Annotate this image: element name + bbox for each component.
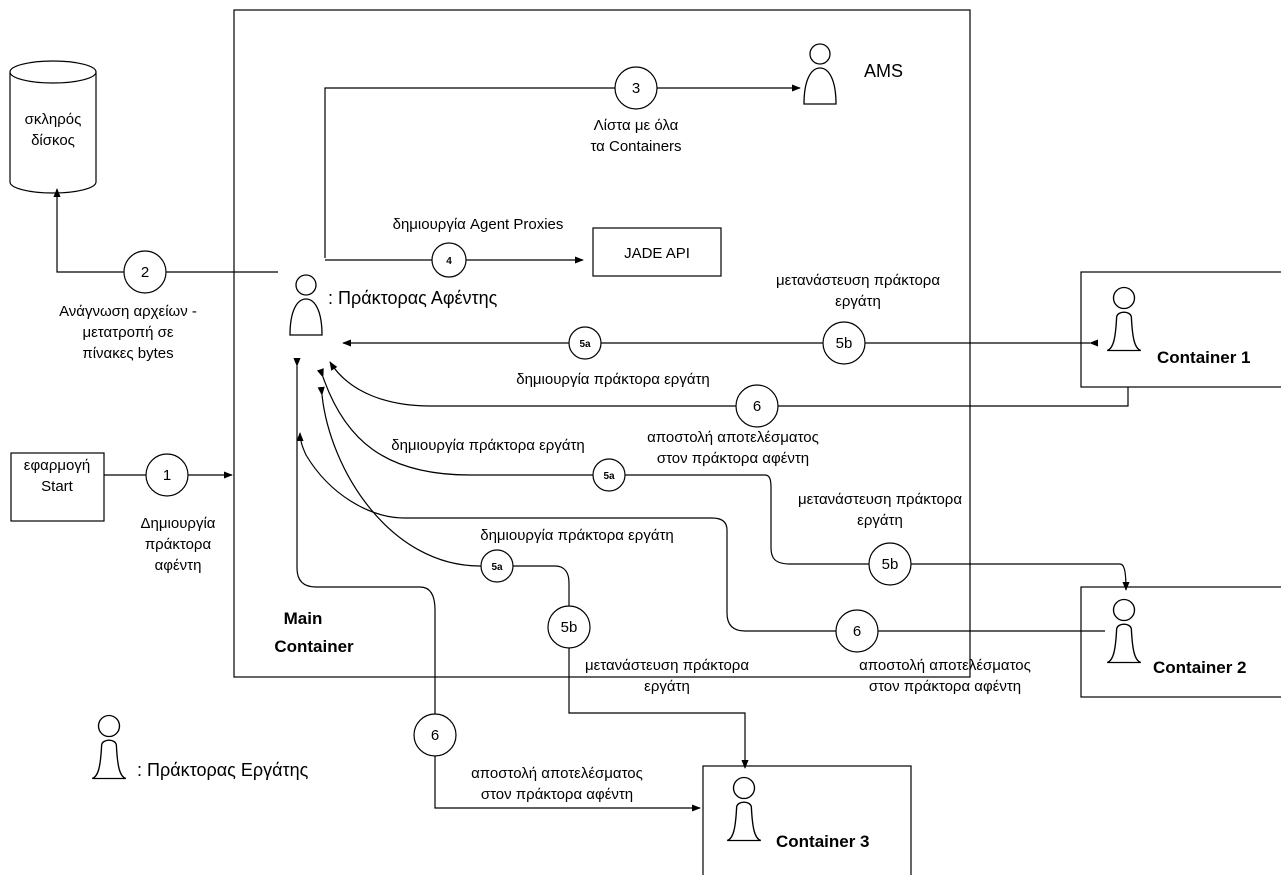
c3-result-label-1: αποστολή αποτελέσματος — [471, 765, 643, 782]
c2-migrate-label-1: μετανάστευση πράκτορα — [798, 491, 962, 508]
svg-text:1: 1 — [163, 467, 171, 484]
c1-step-5b-circle: 5b — [822, 321, 866, 365]
container-3-box — [702, 765, 912, 875]
main-container-label-1: Main — [284, 609, 323, 628]
container-3-label: Container 3 — [776, 832, 870, 851]
c1-step-5a-circle: 5a — [568, 326, 602, 360]
svg-text:5a: 5a — [491, 562, 503, 573]
svg-text:5b: 5b — [836, 335, 853, 352]
container-2-box — [1080, 586, 1281, 698]
step-3-label-2: τα Containers — [590, 138, 681, 155]
c1-migrate-label-2: εργάτη — [835, 293, 881, 310]
legend-label: : Πράκτορας Εργάτης — [137, 760, 309, 780]
c2-migrate-label-2: εργάτη — [857, 512, 903, 529]
main-container-label-2: Container — [274, 637, 354, 656]
step-2-label-2: μετατροπή σε — [82, 324, 173, 341]
step-2-label-3: πίνακες bytes — [82, 345, 173, 362]
arrow-step-2 — [53, 188, 278, 273]
c1-result-label-1: αποστολή αποτελέσματος — [647, 429, 819, 446]
step-1-label-3: αφέντη — [155, 557, 202, 574]
step-1-label-2: πράκτορα — [145, 536, 212, 553]
svg-text:5a: 5a — [603, 471, 615, 482]
c2-result-label-1: αποστολή αποτελέσματος — [859, 657, 1031, 674]
svg-text:5b: 5b — [561, 619, 578, 636]
step-4-circle: 4 — [431, 242, 467, 278]
c3-create-label: δημιουργία πράκτορα εργάτη — [480, 527, 674, 544]
svg-text:5a: 5a — [579, 339, 591, 350]
c2-step-5b-circle: 5b — [868, 542, 912, 586]
c1-step-6-circle: 6 — [735, 384, 779, 428]
arrow-c3-create-migrate — [317, 386, 749, 769]
svg-text:6: 6 — [853, 623, 861, 640]
hard-disk-icon — [9, 60, 97, 194]
step-3-circle: 3 — [614, 66, 658, 110]
c1-migrate-label-1: μετανάστευση πράκτορα — [776, 272, 940, 289]
c2-result-label-2: στον πράκτορα αφέντη — [869, 678, 1021, 695]
container-1-label: Container 1 — [1157, 348, 1251, 367]
container-2-label: Container 2 — [1153, 658, 1247, 677]
jade-api-label: JADE API — [624, 245, 690, 262]
svg-text:3: 3 — [632, 80, 640, 97]
disk-label-2: δίσκος — [31, 132, 75, 149]
c2-step-6-circle: 6 — [835, 609, 879, 653]
c3-step-5a-circle: 5a — [480, 549, 514, 583]
svg-text:6: 6 — [753, 398, 761, 415]
disk-label-1: σκληρός — [25, 111, 82, 128]
c3-step-5b-circle: 5b — [547, 605, 591, 649]
svg-text:2: 2 — [141, 264, 149, 281]
start-app-box — [10, 452, 105, 522]
step-1-label-1: Δημιουργία — [141, 515, 216, 532]
c1-create-label: δημιουργία πράκτορα εργάτη — [516, 371, 710, 388]
c1-result-label-2: στον πράκτορα αφέντη — [657, 450, 809, 467]
step-2-circle: 2 — [123, 250, 167, 294]
step-3-label-1: Λίστα με όλα — [594, 117, 679, 134]
svg-text:5b: 5b — [882, 556, 899, 573]
svg-text:4: 4 — [446, 256, 452, 267]
container-1-box — [1080, 271, 1281, 388]
ams-label: AMS — [864, 61, 903, 81]
svg-text:6: 6 — [431, 727, 439, 744]
c3-migrate-label-1: μετανάστευση πράκτορα — [585, 657, 749, 674]
jade-api-box — [592, 227, 722, 277]
step-2-label-1: Ανάγνωση αρχείων - — [59, 303, 197, 320]
start-app-label-2: Start — [41, 478, 74, 495]
step-1-circle: 1 — [145, 453, 189, 497]
c3-result-label-2: στον πράκτορα αφέντη — [481, 786, 633, 803]
c3-migrate-label-2: εργάτη — [644, 678, 690, 695]
step-4-label: δημιουργία Agent Proxies — [393, 216, 564, 233]
start-app-label-1: εφαρμογή — [24, 457, 90, 474]
legend-worker-icon — [91, 714, 127, 780]
master-agent-label: : Πράκτορας Αφέντης — [328, 288, 498, 308]
c2-step-5a-circle: 5a — [592, 458, 626, 492]
c2-create-label: δημιουργία πράκτορα εργάτη — [391, 437, 585, 454]
c3-step-6-circle: 6 — [413, 713, 457, 757]
